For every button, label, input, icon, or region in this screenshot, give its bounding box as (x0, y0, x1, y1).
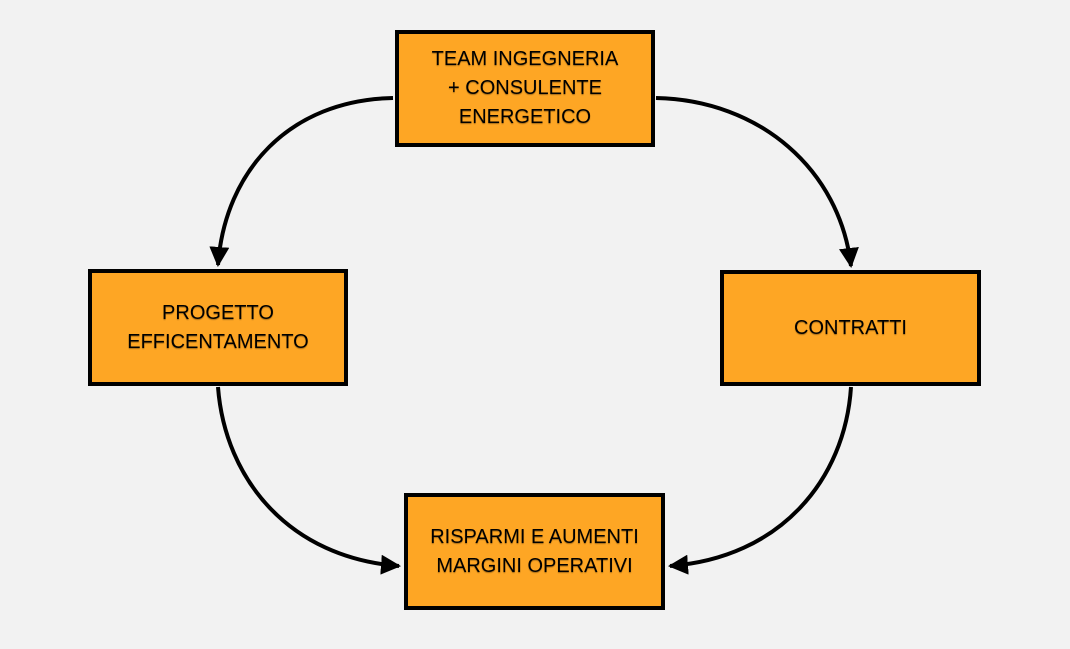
arrow-left-to-bottom (216, 386, 401, 575)
node-label: TEAM INGEGNERIA + CONSULENTE ENERGETICO (431, 48, 619, 128)
node-label: CONTRATTI (794, 316, 907, 339)
node-contratti: CONTRATTI (720, 270, 981, 386)
node-team-ingegneria: TEAM INGEGNERIA + CONSULENTE ENERGETICO (395, 30, 655, 147)
arrow-right-to-bottom (668, 386, 853, 575)
node-risparmi: RISPARMI E AUMENTI MARGINI OPERATIVI (404, 493, 665, 610)
arrow-top-to-left (209, 96, 394, 267)
node-progetto-efficentamento: PROGETTO EFFICENTAMENTO (88, 269, 348, 386)
node-label: PROGETTO EFFICENTAMENTO (127, 301, 309, 353)
node-label: RISPARMI E AUMENTI MARGINI OPERATIVI (430, 525, 639, 577)
arrow-top-to-right (655, 96, 859, 268)
